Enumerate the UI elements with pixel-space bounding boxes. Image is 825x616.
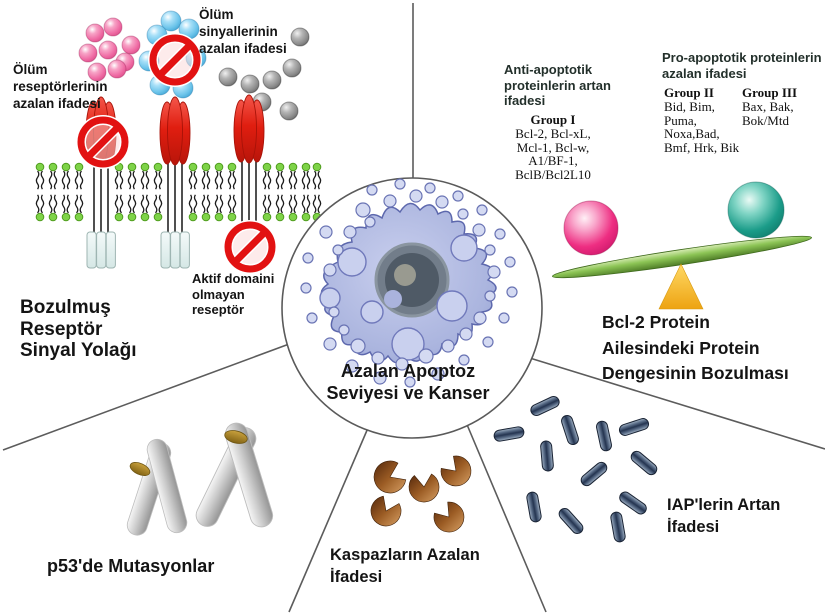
ligand-spheres-pink <box>78 17 141 82</box>
title-line: Sinyal Yolağı <box>20 340 137 361</box>
label-line: azalan ifadesi <box>13 96 101 111</box>
bcl2-seesaw <box>552 181 812 310</box>
title-line: İfadesi <box>667 518 720 536</box>
iap-capsules <box>492 394 660 544</box>
apoptotic-vesicles <box>300 178 518 388</box>
p53-title: p53'de Mutasyonlar <box>47 556 214 578</box>
label-line: sinyallerinin <box>199 24 278 39</box>
label-line: Ölüm <box>13 62 48 77</box>
anti-apoptotic-header: Anti-apoptotik proteinlerin artan ifades… <box>504 62 611 109</box>
group-title: Group II <box>664 85 714 100</box>
label-line: reseptörlerinin <box>13 79 108 94</box>
group-title: Group III <box>742 85 798 100</box>
receptor-pathway-title: Bozulmuş Reseptör Sinyal Yolağı <box>20 297 137 362</box>
chromosome-band <box>129 462 151 476</box>
list-item: Bmf, Hrk, Bik <box>664 140 740 156</box>
apoptotic-cell <box>300 178 518 388</box>
title-line: Ailesindeki Protein <box>602 337 760 358</box>
list-item: Bcl-2, Bcl-xL, <box>515 125 591 141</box>
receptor-stems <box>93 160 257 233</box>
chromosomes <box>124 419 276 539</box>
prohibition-icon-death-receptor <box>81 120 125 164</box>
center-title: Azalan Apoptoz Seviyesi ve Kanser <box>313 360 503 404</box>
label-line: Pro-apoptotik proteinlerin <box>662 50 822 65</box>
label-line: azalan ifadesi <box>662 65 747 81</box>
title-line: Reseptör <box>20 318 103 340</box>
list-item: A1/BF-1, <box>528 153 578 169</box>
group3-list: Group III Bax, Bak, Bok/Mtd <box>742 86 797 127</box>
anti-apoptotic-ball <box>563 200 619 256</box>
cell-membrane <box>35 162 322 222</box>
title-line: IAP'lerin Artan <box>667 496 781 514</box>
label-line: ifadesi <box>504 93 546 108</box>
seesaw-lever <box>552 235 812 279</box>
iap-title: IAP'lerin Artan İfadesi <box>667 494 780 538</box>
label-line: Ölüm <box>199 7 234 22</box>
caspases-title: Kaspazların Azalan İfadesi <box>330 544 480 588</box>
group2-list: Group II Bid, Bim, Puma, Noxa,Bad, Bmf, … <box>664 86 739 155</box>
list-item: Bok/Mtd <box>742 112 789 128</box>
title-line: p53'de Mutasyonlar <box>47 556 215 576</box>
label-line: olmayan <box>192 286 245 302</box>
death-signals-label: Ölüm sinyallerinin azalan ifadesi <box>199 6 287 57</box>
title-line: Dengesinin Bozulması <box>602 363 789 383</box>
list-item: Bid, Bim, <box>664 98 715 114</box>
pro-apoptotic-ball <box>727 181 785 239</box>
sector-dividers <box>2 3 825 613</box>
receptor-death-domains <box>86 231 190 269</box>
title-line: Seviyesi ve Kanser <box>326 383 490 403</box>
death-receptors-label: Ölüm reseptörlerinin azalan ifadesi <box>13 61 108 112</box>
label-line: Aktif domaini <box>192 271 275 286</box>
caspase-shapes <box>370 455 472 533</box>
list-item: BclB/Bcl2L10 <box>515 167 591 183</box>
title-line: Kaspazların Azalan <box>330 546 480 564</box>
inactive-receptor-label: Aktif domaini olmayan reseptör <box>192 271 274 318</box>
list-item: Puma, <box>664 112 697 128</box>
bcl2-balance-title: Bcl-2 Protein Ailesindeki Protein Denges… <box>602 310 789 387</box>
group-title: Group I <box>530 112 576 127</box>
apoptotic-blebs <box>319 234 478 361</box>
label-line: proteinlerin artan <box>504 77 611 93</box>
label-line: azalan ifadesi <box>199 41 287 56</box>
seesaw-fulcrum <box>658 263 704 310</box>
title-line: Bcl-2 Protein <box>602 312 710 332</box>
prohibition-icon-death-signals <box>153 38 197 82</box>
group1-list: Group I Bcl-2, Bcl-xL, Mcl-1, Bcl-w, A1/… <box>496 113 610 182</box>
title-line: Bozulmuş <box>20 297 111 318</box>
chromosome-band <box>224 430 248 444</box>
title-line: İfadesi <box>330 568 383 586</box>
label-line: Anti-apoptotik <box>504 62 593 77</box>
list-item: Mcl-1, Bcl-w, <box>516 139 590 155</box>
label-line: reseptör <box>192 302 245 317</box>
pro-apoptotic-header: Pro-apoptotik proteinlerin azalan ifades… <box>662 50 822 81</box>
list-item: Bax, Bak, <box>742 98 794 114</box>
list-item: Noxa,Bad, <box>664 126 720 142</box>
title-line: Azalan Apoptoz <box>340 361 476 381</box>
prohibition-icon-inactive-domain <box>228 225 272 269</box>
